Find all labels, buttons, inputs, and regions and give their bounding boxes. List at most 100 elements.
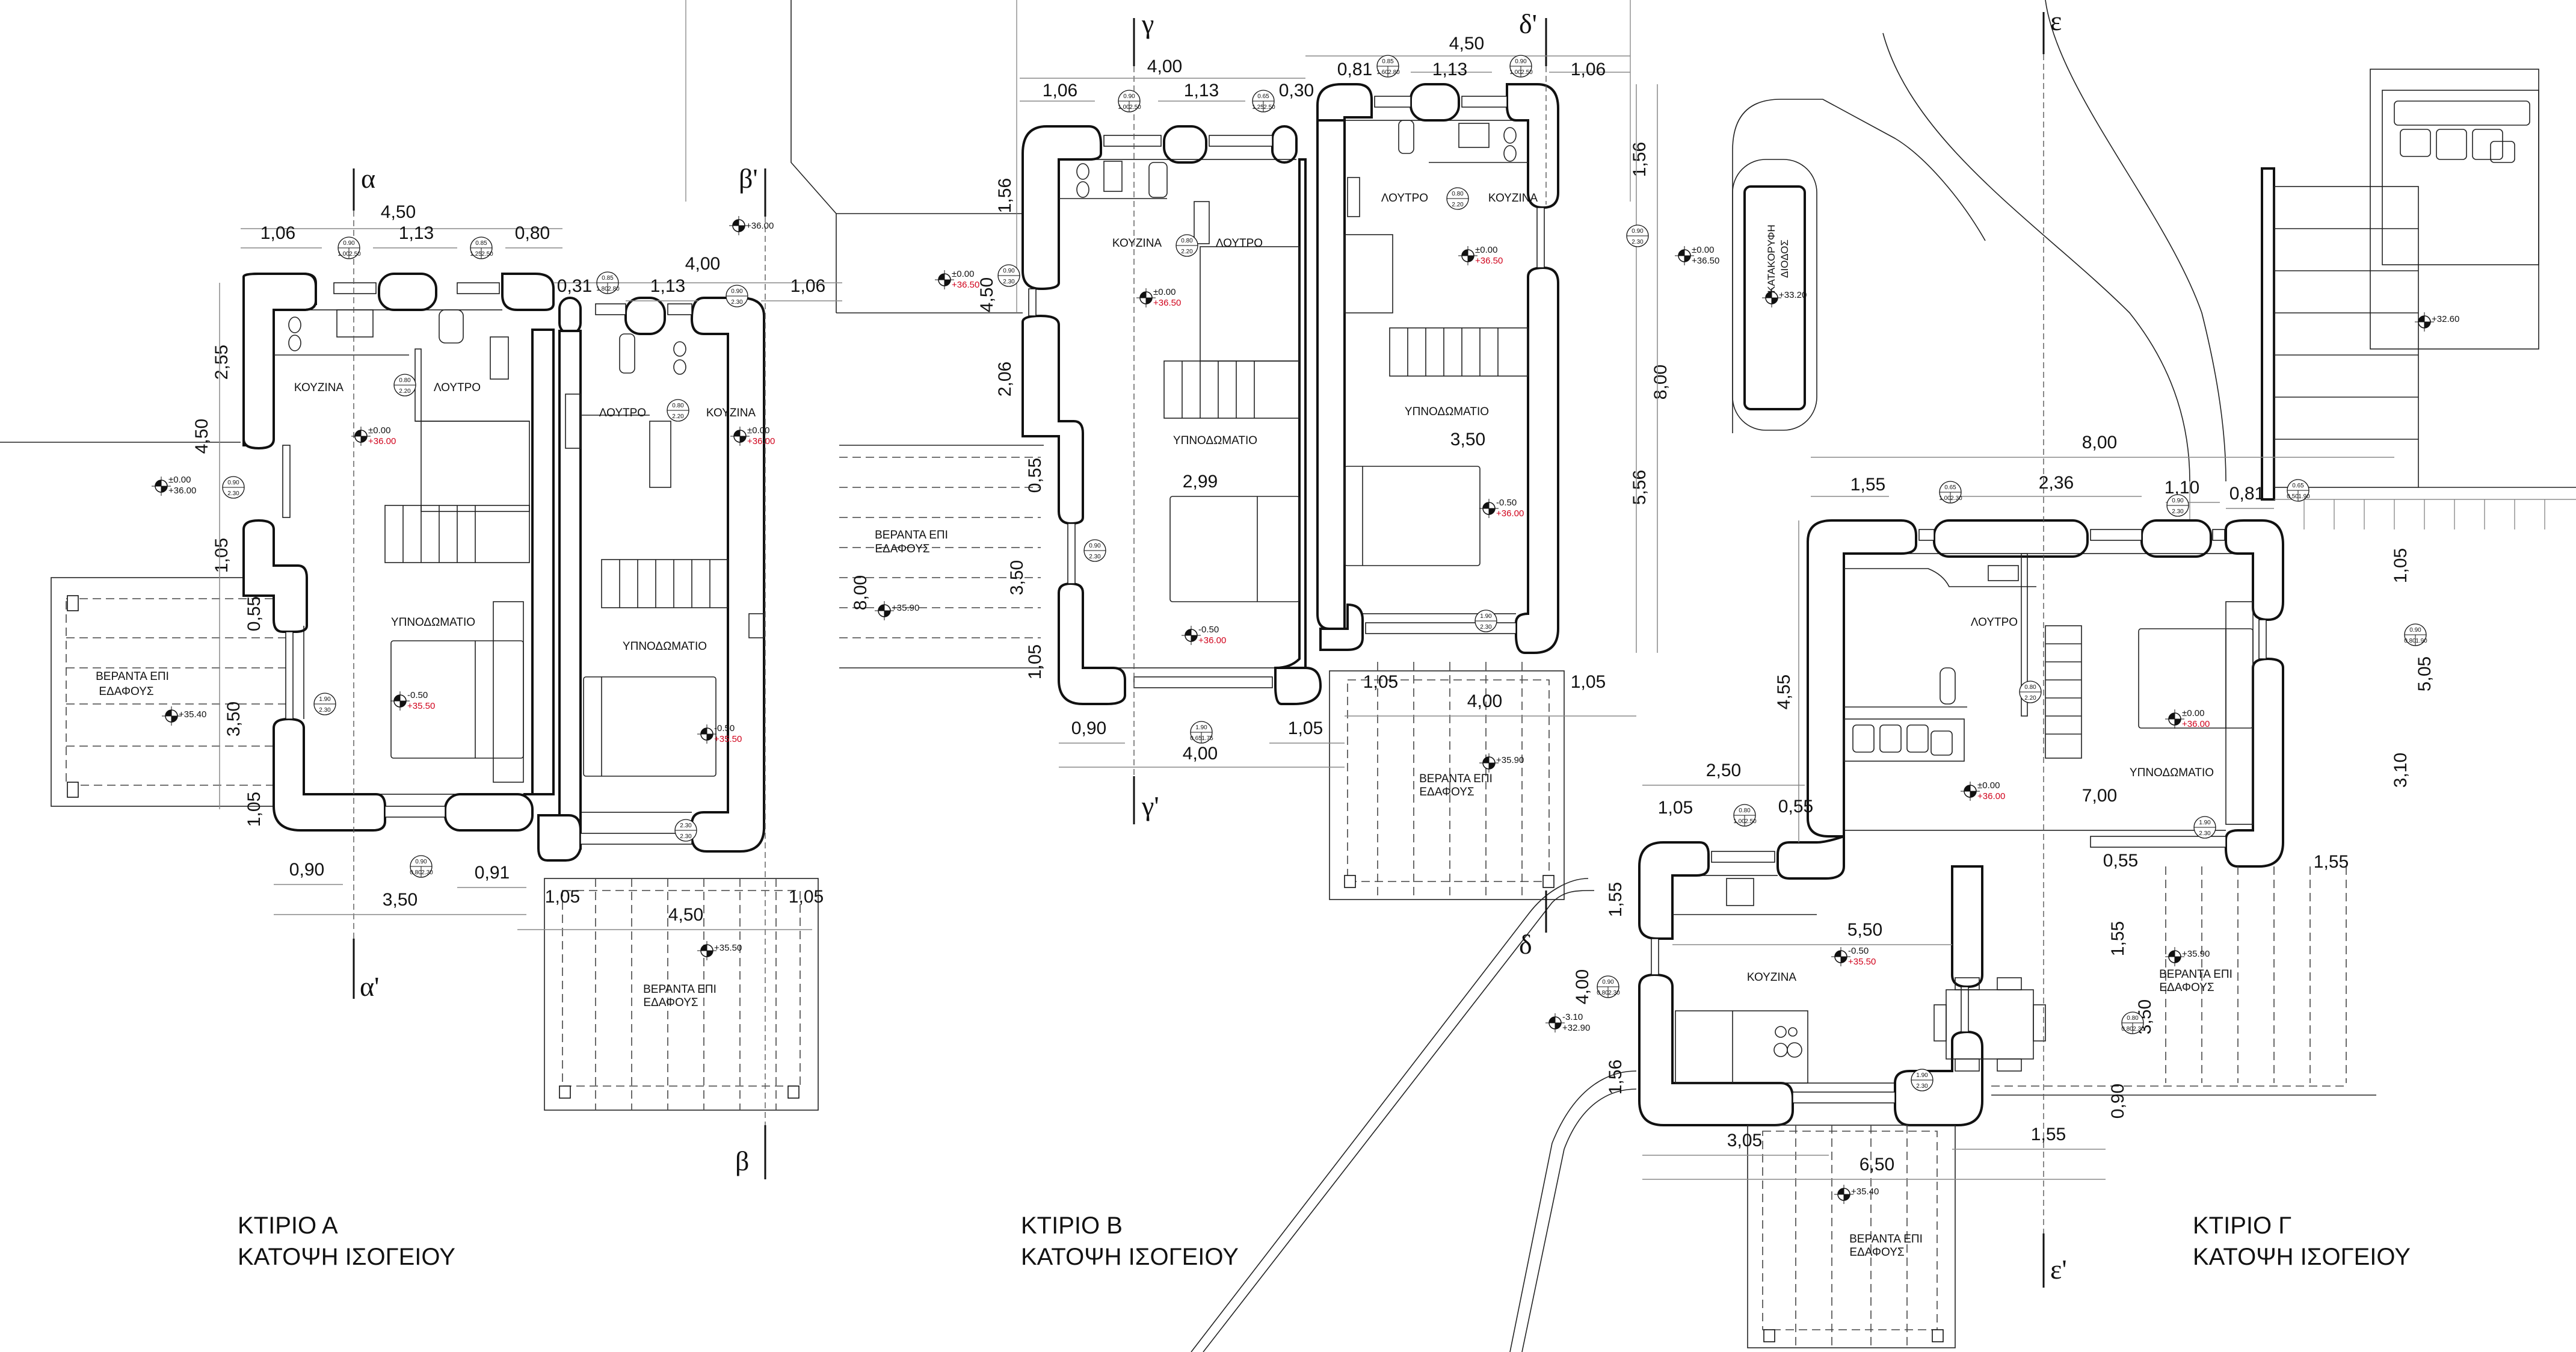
subtitle-building-c: ΚΑΤΟΨΗ ΙΣΟΓΕΙΟΥ (2193, 1244, 2411, 1270)
dim-text: 3,50 (1450, 430, 1485, 449)
annotation-text: 1.90 (1916, 1072, 1928, 1079)
level-text: +36.50 (952, 280, 979, 290)
annotation-text: 0.90 (1003, 268, 1015, 274)
level-text: +35.50 (714, 943, 742, 953)
top-right-structure (2261, 69, 2576, 529)
level-text: +35.50 (407, 701, 435, 711)
annotation-text: 0.90 (731, 288, 743, 295)
annotation-text: 2.50 (481, 251, 493, 258)
cushions-icon (2400, 129, 2515, 163)
annotation-text: 0.90 (1515, 58, 1527, 65)
level-text: -3.10 (1562, 1012, 1583, 1022)
level-text: ±0.00 (1692, 245, 1714, 255)
section-gamma: γ (1141, 8, 1154, 39)
annotation-text: 0.65 (1944, 484, 1956, 491)
level-text: +32.60 (2432, 314, 2459, 324)
annotation-text: 1.00 (1939, 495, 1951, 502)
room-bedroom: ΥΠΝΟΔΩΜΑΤΙΟ (1405, 406, 1489, 418)
dim-text: 3,50 (1007, 560, 1027, 595)
room-bath: ΛΟΥΤΡΟ (434, 381, 481, 394)
dim-text: 1,55 (1850, 475, 1885, 495)
annotation-text: 0.80 (2024, 684, 2036, 691)
level-text: +36.00 (747, 436, 775, 446)
section-beta: β (735, 1146, 749, 1176)
dim-text: 0,55 (1778, 797, 1813, 816)
level-text: ±0.00 (168, 475, 191, 485)
subtitle-building-a: ΚΑΤΟΨΗ ΙΣΟΓΕΙΟΥ (238, 1244, 455, 1270)
annotation-text: 1.90 (1480, 613, 1492, 620)
dim-text: 4,55 (1774, 674, 1794, 709)
annotation-text: 0.80 (1739, 807, 1751, 814)
annotation-text: 0.90 (1089, 543, 1101, 549)
dim-text: 1,06 (1571, 60, 1606, 79)
section-gamma-prime: γ' (1141, 791, 1159, 821)
dim-text: 2,06 (995, 362, 1015, 397)
dim-text: 8,00 (1651, 365, 1671, 400)
dim-text: 3,50 (224, 702, 244, 736)
veranda-label: ΒΕΡΑΝΤΑ ΕΠΙ (2159, 968, 2232, 981)
room-bedroom: ΥΠΝΟΔΩΜΑΤΙΟ (623, 640, 707, 653)
dim-text: 4,50 (977, 277, 997, 312)
passage-label-line2: ΔΙΟΔΟΣ (1779, 239, 1790, 278)
room-kitchen: ΚΟΥΖΙΝΑ (1747, 971, 1797, 984)
annotation-text: 0.90 (227, 480, 239, 486)
annotation-text: 1.00 (1118, 104, 1130, 111)
room-bath: ΛΟΥΤΡΟ (599, 407, 646, 419)
annotation-text: 2.50 (1745, 818, 1757, 825)
dim-text: 1,05 (1363, 672, 1398, 692)
dim-text: 0,81 (2229, 484, 2264, 504)
title-building-c: ΚΤΙΡΙΟ Γ (2193, 1212, 2291, 1239)
section-epsilon-prime: ε' (2050, 1254, 2067, 1285)
veranda-label: ΕΔΑΦΟΥΣ (875, 543, 929, 555)
veranda-label: ΒΕΡΑΝΤΑ ΕΠΙ (1419, 773, 1493, 785)
room-bath: ΛΟΥΤΡΟ (1381, 192, 1428, 205)
title-building-a: ΚΤΙΡΙΟ Α (238, 1212, 338, 1239)
level-text: +36.50 (1475, 256, 1503, 266)
annotation-text: 0.85 (602, 275, 614, 282)
section-alpha: α (361, 163, 375, 194)
dim-text: 1,56 (1606, 1060, 1625, 1094)
annotation-text: 0.80 (2127, 1015, 2139, 1022)
annotation-text: 0.90 (2172, 498, 2184, 504)
section-markers: α α' β' β γ γ' δ' δ ε ε' (353, 5, 2067, 1288)
level-text: +33.20 (1779, 290, 1807, 300)
dim-text: 1,05 (244, 792, 264, 827)
dim-text: 1,55 (2314, 852, 2349, 872)
annotation-text: 1.90 (2199, 820, 2211, 826)
level-text: +32.90 (1562, 1023, 1590, 1033)
dim-text: 7,00 (2082, 786, 2117, 806)
annotation-text: 0.90 (415, 859, 427, 865)
vertical-passage: ΚΑΤΑΚΟΡΥΦΗ ΔΙΟΔΟΣ (1732, 99, 1986, 433)
level-text: +36.00 (1977, 791, 2005, 801)
dim-text: 1,06 (1043, 81, 1077, 100)
annotation-text: 0.85 (1382, 58, 1394, 65)
dim-text: 5,50 (1847, 920, 1882, 940)
stairs-a1 (384, 505, 530, 563)
annotation-text: 2.20 (672, 413, 684, 420)
dim-text: 0,80 (515, 223, 550, 243)
building-a: ΒΕΡΑΝΤΑ ΕΠΙ ΕΔΑΦΟΥΣ (51, 273, 819, 1111)
annotation-text: 1.90 (2298, 493, 2310, 500)
dim-text: 3,50 (383, 890, 418, 910)
section-delta: δ (1519, 929, 1532, 960)
level-text: +35.90 (892, 603, 919, 613)
veranda-label: ΒΕΡΑΝΤΑ ΕΠΙ (96, 670, 169, 683)
dim-text: 0,90 (1071, 718, 1106, 738)
room-kitchen: ΚΟΥΖΙΝΑ (1112, 237, 1162, 250)
dim-text: 1,06 (260, 223, 295, 243)
dim-text: 1,13 (1184, 81, 1219, 100)
dim-text: 8,00 (851, 575, 870, 610)
annotation-text: 0.50 (2287, 493, 2299, 500)
level-text: ±0.00 (2182, 708, 2204, 718)
annotation-text: 2.20 (1452, 202, 1464, 208)
dim-text: 1,55 (2031, 1125, 2066, 1144)
dim-text: 4,00 (1183, 744, 1218, 764)
annotation-text: 0.90 (1602, 979, 1614, 986)
room-kitchen: ΚΟΥΖΙΝΑ (1488, 192, 1538, 205)
stairs-c1 (2045, 625, 2082, 759)
annotation-text: 2.30 (680, 823, 692, 829)
dimensions: 4,50 1,06 1,13 0,80 4,00 0,31 1,13 1,06 … (192, 34, 2435, 1180)
dim-text: 1,55 (1606, 882, 1625, 917)
stairs-b2 (1389, 327, 1529, 377)
dim-text: 4,00 (685, 254, 720, 274)
